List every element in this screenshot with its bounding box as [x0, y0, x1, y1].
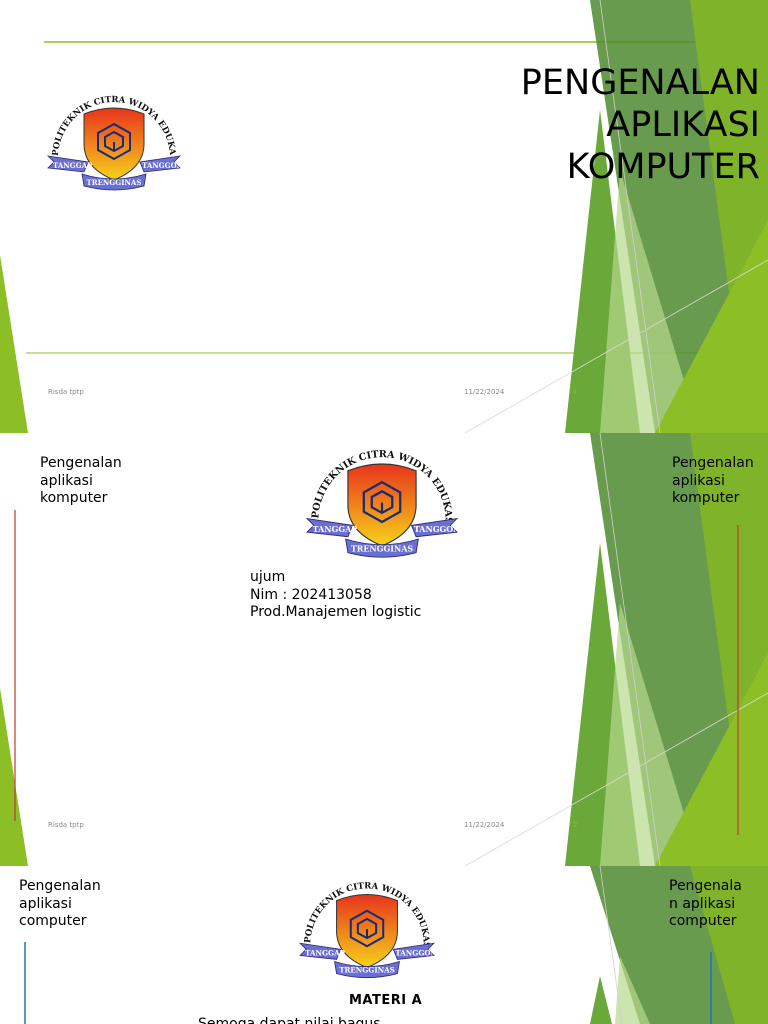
title-line-3: KOMPUTER [566, 147, 760, 187]
slide-title: PENGENALAN APLIKASI KOMPUTER [440, 62, 760, 188]
shield-cube-logo-icon: POLITEKNIK CITRA WIDYA EDUKASI TANGGAP T… [41, 79, 184, 191]
footer-author: Risda tptp [48, 821, 84, 829]
body-text: Semoga dapat nilai bagus [198, 1016, 381, 1024]
logo-ribbon-right: TANGGON [142, 161, 184, 170]
title-line-1: PENGENALAN [520, 63, 760, 103]
right-note: Pengenala n aplikasi computer [669, 878, 742, 929]
logo: POLITEKNIK CITRA WIDYA EDUKASI TANGGAP T… [294, 866, 438, 984]
footer-date: 11/22/2024 [464, 388, 505, 396]
student-info: ujum Nim : 202413058 Prod.Manajemen logi… [250, 569, 421, 622]
shield-cube-logo-icon: POLITEKNIK CITRA WIDYA EDUKASI TANGGAP T… [294, 866, 438, 979]
right-note: Pengenalan aplikasi komputer [672, 455, 754, 506]
slide-decoration [24, 866, 768, 1024]
logo-ribbon-bottom: TRENGGINAS [339, 966, 395, 975]
logo-ribbon-left: TANGGAP [53, 161, 93, 170]
title-line-2: APLIKASI [606, 105, 760, 145]
slide-decoration [0, 433, 768, 866]
shield-cube-logo-icon: POLITEKNIK CITRA WIDYA EDUKASI TANGGAP T… [300, 433, 461, 558]
logo: POLITEKNIK CITRA WIDYA EDUKASI TANGGAP T… [41, 79, 184, 196]
slide-decoration [0, 0, 768, 433]
student-nim: Nim : 202413058 [250, 586, 372, 603]
slide-2: Pengenalan aplikasi komputer Pengenalan … [0, 433, 768, 866]
slide-3: Pengenalan aplikasi computer Pengenala n… [0, 866, 768, 1024]
footer-date: 11/22/2024 [464, 821, 505, 829]
slide-1: POLITEKNIK CITRA WIDYA EDUKASI TANGGAP T… [0, 0, 768, 433]
page-number: 2 [573, 821, 578, 829]
student-prodi: Prod.Manajemen logistic [250, 604, 422, 620]
footer-author: Risda tptp [48, 388, 84, 396]
left-note: Pengenalan aplikasi komputer [40, 455, 122, 506]
logo-ribbon-right: TANGGON [395, 948, 437, 957]
student-name: ujum [250, 569, 286, 585]
logo: POLITEKNIK CITRA WIDYA EDUKASI TANGGAP T… [300, 433, 462, 564]
section-heading: MATERI A [349, 993, 423, 1008]
logo-ribbon-left: TANGGAP [305, 948, 345, 957]
page-number: 1 [573, 388, 578, 396]
logo-ribbon-bottom: TRENGGINAS [351, 545, 413, 554]
logo-ribbon-bottom: TRENGGINAS [87, 178, 142, 187]
logo-ribbon-left: TANGGAP [313, 525, 358, 534]
left-note: Pengenalan aplikasi computer [19, 878, 101, 929]
logo-ribbon-right: TANGGON [414, 525, 461, 534]
